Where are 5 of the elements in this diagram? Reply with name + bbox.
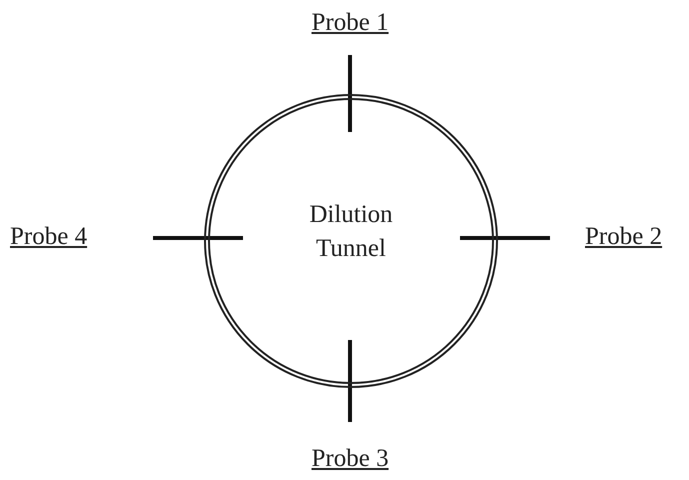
probe-label: Probe 3 <box>312 444 389 474</box>
probe-label: Probe 2 <box>585 222 662 252</box>
probe-label: Probe 4 <box>10 222 88 252</box>
tunnel-label: Dilution Tunnel <box>308 200 394 264</box>
probe-label: Probe 1 <box>312 8 389 38</box>
